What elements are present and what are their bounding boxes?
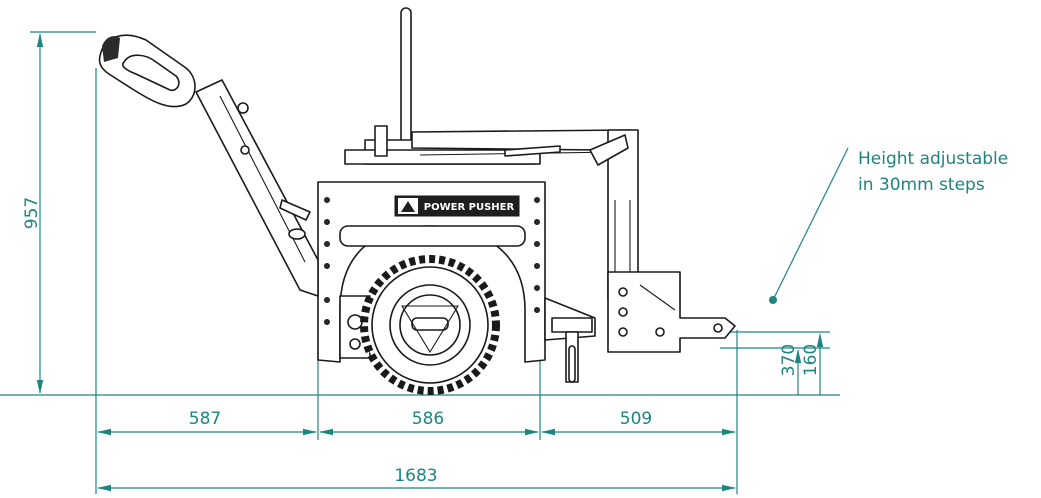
hitch-pin: [713, 323, 723, 333]
arm-spring: [504, 145, 561, 157]
hitch-block: [607, 271, 736, 353]
annotation-leader: [772, 147, 849, 301]
tiller-knob: [237, 102, 249, 114]
castor-plate: [551, 317, 593, 333]
dim-text-370: 370: [779, 344, 799, 376]
tiller-lever: [279, 199, 311, 221]
post-brace: [589, 134, 629, 166]
logo-mark-icon: [401, 201, 415, 212]
top-bracket: [374, 125, 388, 157]
hitch-bolt: [655, 327, 665, 337]
hitch-bolt: [618, 287, 628, 297]
tiller-badge: [288, 228, 306, 240]
handle-grip-inner: [121, 54, 180, 92]
tiller-arm: [195, 79, 319, 297]
tiller-bolt: [240, 145, 250, 155]
hitch-bolt: [618, 327, 628, 337]
dim-text-height: 957: [22, 197, 42, 229]
annotation-line-1: Height adjustable: [858, 149, 1008, 169]
dim-text-587: 587: [189, 409, 221, 429]
dimension-lines: [0, 31, 849, 494]
power-pusher-machine: POWER PUSHER: [98, 7, 736, 395]
vertical-pole: [400, 7, 412, 159]
dimension-texts: 957 587 586 509 1683 370 160 Height adju…: [22, 149, 1008, 486]
hub-slot: [411, 317, 449, 331]
name-plate-label: POWER PUSHER: [424, 202, 515, 213]
body-rivets: [324, 197, 540, 325]
annotation-leader-dot: [769, 296, 777, 304]
name-plate: [394, 195, 520, 217]
hitch-block-brace: [639, 284, 676, 311]
hitch-bolt: [618, 307, 628, 317]
dim-text-509: 509: [620, 409, 652, 429]
annotation-line-2: in 30mm steps: [858, 175, 985, 195]
dim-text-160: 160: [801, 344, 821, 376]
dim-text-1683: 1683: [394, 466, 437, 486]
handle-grip-end: [102, 36, 120, 62]
motor-box-bolt: [349, 338, 361, 350]
dim-text-586: 586: [412, 409, 444, 429]
wheel-arch-inner: [339, 225, 526, 247]
hub-triangle: [401, 305, 459, 354]
castor-wheel: [568, 345, 576, 383]
motor-box-bolt: [347, 314, 363, 330]
